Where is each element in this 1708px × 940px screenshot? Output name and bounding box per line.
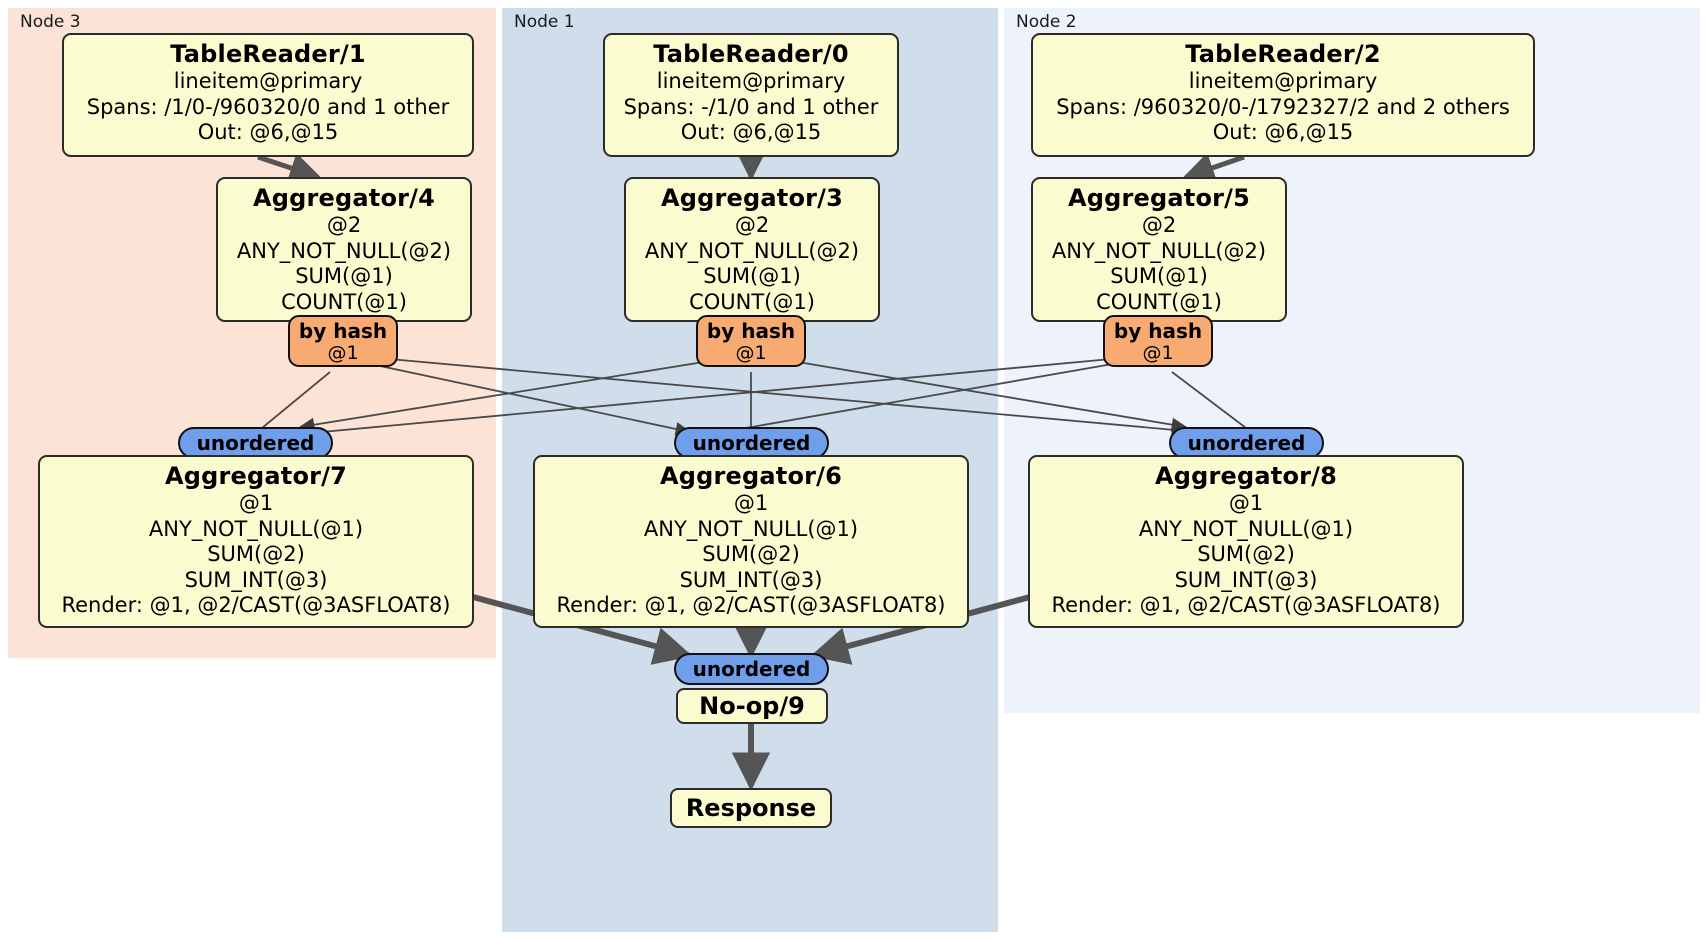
sync-label: unordered: [692, 431, 811, 455]
node-title: TableReader/1: [170, 40, 366, 68]
node-line: Spans: /960320/0-/1792327/2 and 2 others: [1056, 94, 1510, 119]
node-line: ANY_NOT_NULL(@2): [644, 238, 860, 263]
node-title: Aggregator/8: [1154, 462, 1338, 490]
sync-unordered-right[interactable]: unordered: [1169, 427, 1324, 459]
node-line: SUM(@1): [703, 264, 801, 288]
panel-label-node3: Node 3: [20, 12, 81, 32]
panel-label-node1: Node 1: [514, 12, 575, 32]
node-title: Response: [685, 794, 817, 822]
node-line: ANY_NOT_NULL(@2): [1051, 238, 1267, 263]
node-tablereader-1[interactable]: TableReader/1 lineitem@primary Spans: /1…: [62, 33, 474, 157]
node-title: Aggregator/6: [659, 462, 843, 490]
node-line: ANY_NOT_NULL(@1): [148, 516, 364, 541]
node-line: Render: @1, @2/CAST(@3ASFLOAT8): [1051, 593, 1441, 617]
sync-label: unordered: [196, 431, 315, 455]
node-tablereader-0[interactable]: TableReader/0 lineitem@primary Spans: -/…: [603, 33, 899, 157]
sync-unordered-left[interactable]: unordered: [178, 427, 333, 459]
node-line: ANY_NOT_NULL(@1): [1138, 516, 1354, 541]
node-line: Spans: /1/0-/960320/0 and 1 other: [86, 94, 450, 119]
node-line: Out: @6,@15: [680, 120, 822, 144]
router-label: by hash: [706, 319, 796, 343]
node-line: @2: [326, 213, 362, 237]
node-title: No-op/9: [699, 692, 805, 720]
node-line: SUM(@2): [1197, 542, 1295, 566]
node-title: Aggregator/4: [252, 184, 436, 212]
sync-label: unordered: [1187, 431, 1306, 455]
node-line: COUNT(@1): [689, 289, 815, 314]
node-line: lineitem@primary: [656, 69, 846, 93]
node-line: @2: [1141, 213, 1177, 237]
node-line: SUM_INT(@3): [1174, 567, 1318, 592]
router-sub: @1: [1142, 342, 1174, 364]
node-line: COUNT(@1): [281, 289, 407, 314]
node-line: @1: [1228, 491, 1264, 515]
node-line: SUM(@1): [1110, 264, 1208, 288]
router-sub: @1: [327, 342, 359, 364]
node-aggregator-7[interactable]: Aggregator/7 @1 ANY_NOT_NULL(@1) SUM(@2)…: [38, 455, 474, 628]
node-aggregator-8[interactable]: Aggregator/8 @1 ANY_NOT_NULL(@1) SUM(@2)…: [1028, 455, 1464, 628]
node-title: TableReader/0: [653, 40, 849, 68]
node-aggregator-3[interactable]: Aggregator/3 @2 ANY_NOT_NULL(@2) SUM(@1)…: [624, 177, 880, 322]
node-line: ANY_NOT_NULL(@1): [643, 516, 859, 541]
node-title: Aggregator/5: [1067, 184, 1251, 212]
sync-unordered-center[interactable]: unordered: [674, 427, 829, 459]
sync-label: unordered: [692, 657, 811, 681]
node-line: lineitem@primary: [1188, 69, 1378, 93]
router-by-hash-center[interactable]: by hash @1: [696, 315, 806, 367]
node-line: Out: @6,@15: [197, 120, 339, 144]
router-by-hash-left[interactable]: by hash @1: [288, 315, 398, 367]
router-by-hash-right[interactable]: by hash @1: [1103, 315, 1213, 367]
router-sub: @1: [735, 342, 767, 364]
node-title: Aggregator/7: [164, 462, 348, 490]
node-aggregator-5[interactable]: Aggregator/5 @2 ANY_NOT_NULL(@2) SUM(@1)…: [1031, 177, 1287, 322]
node-line: SUM_INT(@3): [184, 567, 328, 592]
node-line: Spans: -/1/0 and 1 other: [623, 94, 879, 119]
router-label: by hash: [298, 319, 388, 343]
node-line: @1: [238, 491, 274, 515]
node-line: SUM(@2): [207, 542, 305, 566]
node-line: SUM(@1): [295, 264, 393, 288]
node-line: Render: @1, @2/CAST(@3ASFLOAT8): [556, 593, 946, 617]
node-aggregator-6[interactable]: Aggregator/6 @1 ANY_NOT_NULL(@1) SUM(@2)…: [533, 455, 969, 628]
node-line: COUNT(@1): [1096, 289, 1222, 314]
node-noop-9[interactable]: No-op/9: [676, 688, 828, 724]
node-line: lineitem@primary: [173, 69, 363, 93]
node-line: ANY_NOT_NULL(@2): [236, 238, 452, 263]
node-line: SUM(@2): [702, 542, 800, 566]
node-line: Out: @6,@15: [1212, 120, 1354, 144]
node-line: @2: [734, 213, 770, 237]
node-aggregator-4[interactable]: Aggregator/4 @2 ANY_NOT_NULL(@2) SUM(@1)…: [216, 177, 472, 322]
node-tablereader-2[interactable]: TableReader/2 lineitem@primary Spans: /9…: [1031, 33, 1535, 157]
node-response[interactable]: Response: [670, 788, 832, 828]
node-line: Render: @1, @2/CAST(@3ASFLOAT8): [61, 593, 451, 617]
panel-label-node2: Node 2: [1016, 12, 1077, 32]
node-line: @1: [733, 491, 769, 515]
node-line: SUM_INT(@3): [679, 567, 823, 592]
router-label: by hash: [1113, 319, 1203, 343]
sync-unordered-final[interactable]: unordered: [674, 653, 829, 685]
node-title: TableReader/2: [1185, 40, 1381, 68]
node-title: Aggregator/3: [660, 184, 844, 212]
